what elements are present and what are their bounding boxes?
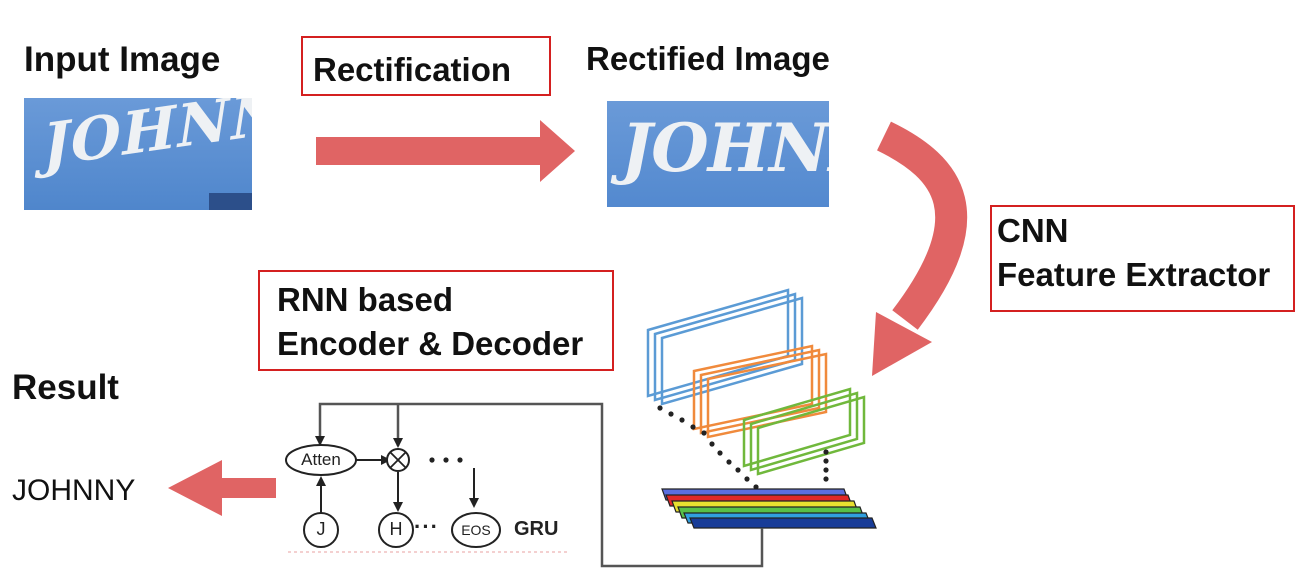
rectified-image-label: Rectified Image: [586, 40, 830, 77]
rectified-image-word: JOHNNY: [621, 109, 829, 187]
feature-sequence: [661, 488, 877, 529]
input-image-dark-strip: [209, 193, 252, 210]
cnn-box: CNN Feature Extractor: [990, 205, 1295, 312]
h-label: H: [389, 519, 403, 539]
rnn-label-line2: Encoder & Decoder: [277, 325, 584, 362]
feature-map-blue: [646, 288, 804, 406]
cnn-curved-arrow-head: [872, 312, 932, 376]
feature-dots: [657, 405, 829, 490]
decoder-dots-bottom: ···: [414, 514, 439, 539]
decoder-arrowheads: [315, 436, 479, 512]
atten-label: Atten: [301, 450, 341, 469]
gru-label: GRU: [514, 518, 559, 540]
input-image: JOHNNY: [24, 98, 252, 210]
cnn-label-line1: CNN: [997, 212, 1069, 249]
atten-node: [285, 444, 357, 476]
feature-map-orange: [692, 344, 828, 439]
rectification-arrow: [316, 120, 575, 182]
result-label: Result: [12, 368, 119, 407]
cnn-label-line2: Feature Extractor: [997, 256, 1271, 293]
feature-map-green: [742, 387, 866, 476]
cnn-curved-arrow: [876, 121, 968, 330]
decoder-dots-top: [429, 457, 463, 463]
j-node: [303, 512, 339, 548]
result-arrow: [168, 460, 276, 516]
eos-node: [451, 512, 501, 548]
rectification-label: Rectification: [313, 51, 512, 88]
rnn-box: RNN based Encoder & Decoder: [258, 270, 614, 371]
result-value: JOHNNY: [12, 474, 136, 507]
rectification-box: Rectification: [301, 36, 551, 96]
rectified-image: JOHNNY: [607, 101, 829, 207]
eos-label: EOS: [461, 522, 491, 538]
input-image-label: Input Image: [24, 40, 221, 79]
multiply-node: [386, 448, 410, 472]
h-node: [378, 512, 414, 548]
rnn-label-line1: RNN based: [277, 281, 454, 318]
j-label: J: [316, 519, 326, 539]
